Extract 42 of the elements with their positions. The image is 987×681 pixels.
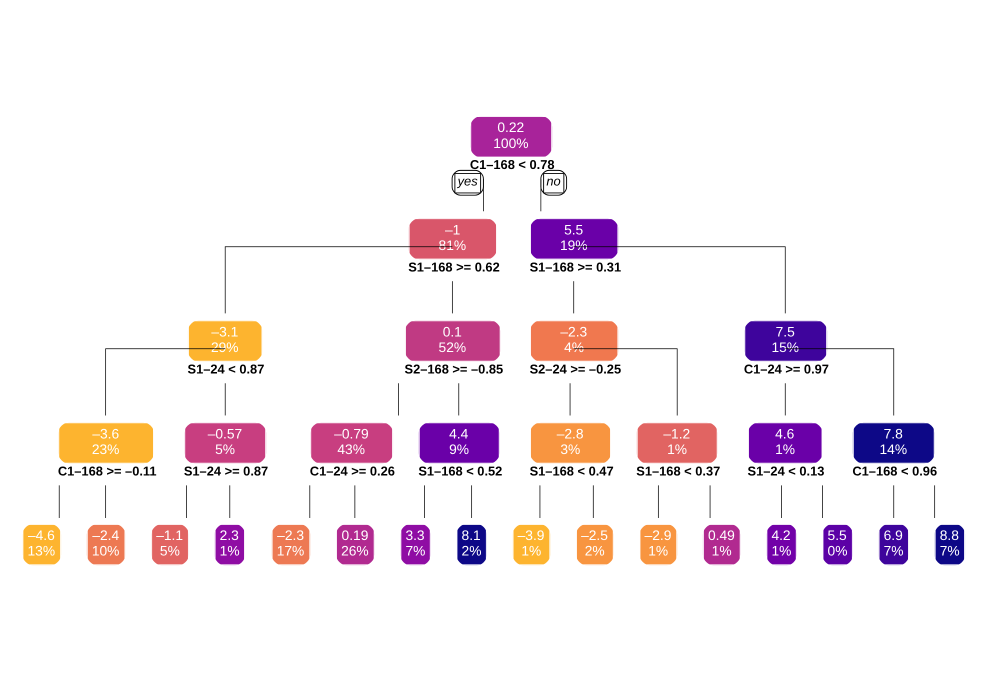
connector (424, 484, 425, 518)
connector (471, 484, 472, 518)
node-label: S1–24 < 0.87 (188, 361, 264, 376)
connector (224, 246, 453, 314)
connector (573, 246, 786, 314)
connector (573, 348, 678, 416)
connector (934, 484, 936, 518)
edge-label: yes (458, 174, 478, 189)
node-label: S1–168 < 0.37 (636, 463, 720, 478)
edge-label: no (546, 174, 561, 189)
node-label: S1–168 >= 0.31 (530, 259, 622, 274)
node-label: S2–168 >= –0.85 (404, 361, 504, 376)
connector (354, 484, 356, 518)
connector (573, 280, 574, 314)
connector (458, 382, 460, 416)
node-label: S1–24 < 0.13 (748, 463, 824, 478)
node-label: S1–168 >= 0.62 (408, 259, 500, 274)
connector (309, 484, 310, 518)
connector (105, 484, 106, 518)
connector (658, 484, 659, 518)
node-label: C1–24 >= 0.97 (744, 361, 829, 376)
node-label: C1–24 >= 0.26 (310, 463, 395, 478)
connector (452, 280, 453, 314)
connector (592, 484, 594, 518)
node-label: C1–168 < 0.96 (852, 463, 938, 478)
connector (224, 382, 226, 416)
connector (781, 484, 782, 518)
connector (186, 484, 187, 518)
connector (398, 382, 399, 416)
node-label: S1–24 >= 0.87 (184, 463, 268, 478)
node-label: S1–168 < 0.47 (530, 463, 614, 478)
connector (822, 484, 823, 518)
node-label: C1–168 >= –0.11 (58, 463, 157, 478)
connector (784, 382, 786, 416)
node-label: S2–24 >= –0.25 (530, 361, 622, 376)
node-label: S1–168 < 0.52 (418, 463, 502, 478)
connector (893, 484, 894, 518)
connector (784, 348, 894, 416)
connector (58, 484, 60, 518)
node-label: C1–168 < 0.78 (470, 157, 555, 172)
connector (105, 348, 226, 416)
connector (229, 484, 230, 518)
